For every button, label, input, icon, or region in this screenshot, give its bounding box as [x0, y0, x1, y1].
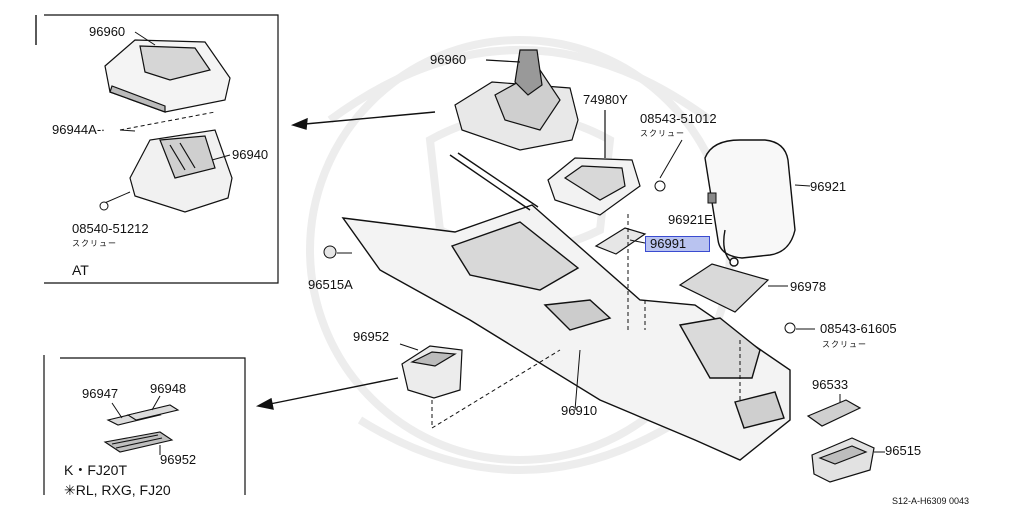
label-96533: 96533: [812, 377, 849, 392]
label-96944a: 96944A-∙: [52, 122, 105, 137]
label-96515a: 96515A: [308, 277, 353, 292]
label-96960-at: 96960: [89, 24, 126, 39]
label-96910: 96910: [561, 403, 598, 418]
emblem-parts: [103, 404, 180, 453]
screw-icon: [784, 322, 796, 334]
inset-bottom-frame: [60, 357, 246, 495]
at-upper-cover: [104, 39, 231, 113]
label-96952-main: 96952: [353, 329, 390, 344]
arrow-to-bottom-inset: [255, 377, 399, 410]
label-08540-51212: 08540-51212: [72, 221, 149, 236]
label-96948: 96948: [150, 381, 187, 396]
label-96921: 96921: [810, 179, 847, 194]
ashtray-bracket: [806, 399, 862, 427]
label-08543-61605: 08543-61605: [820, 321, 897, 336]
shift-boot: [454, 49, 579, 151]
at-shift-base: [129, 129, 233, 213]
arrow-to-at-inset: [290, 111, 436, 130]
diagram-reference: S12-A-H6309 0043: [892, 496, 970, 506]
console-tray: [547, 110, 641, 216]
label-08543-51012: 08543-51012: [640, 111, 717, 126]
label-96940: 96940: [232, 147, 269, 162]
label-screw-note-2: スクリュー: [822, 340, 867, 349]
label-96921e: 96921E: [668, 212, 713, 227]
label-screw-note-at: スクリュー: [72, 239, 117, 248]
armrest-lid: [704, 139, 796, 267]
label-at: AT: [72, 262, 89, 278]
label-96515: 96515: [885, 443, 922, 458]
hinge-bracket: [594, 227, 647, 255]
label-96947: 96947: [82, 386, 119, 401]
ashtray: [811, 437, 875, 483]
screw-icon: [654, 180, 666, 192]
inset-at-frame: [44, 14, 279, 284]
label-screw-note-1: スクリュー: [640, 129, 685, 138]
coin-pocket: [401, 345, 463, 399]
screw-icon: [99, 201, 109, 211]
label-variant-kfj20t: K・FJ20T: [64, 462, 128, 478]
label-96960-main: 96960: [430, 52, 467, 67]
label-96991-highlighted[interactable]: 96991: [645, 236, 710, 252]
label-96978: 96978: [790, 279, 827, 294]
label-96952-inset: 96952: [160, 452, 197, 467]
console-mat: [678, 263, 770, 313]
label-variant-rl: ✳RL, RXG, FJ20: [64, 482, 171, 498]
label-74980y: 74980Y: [583, 92, 628, 107]
screw-icon: [323, 245, 337, 259]
